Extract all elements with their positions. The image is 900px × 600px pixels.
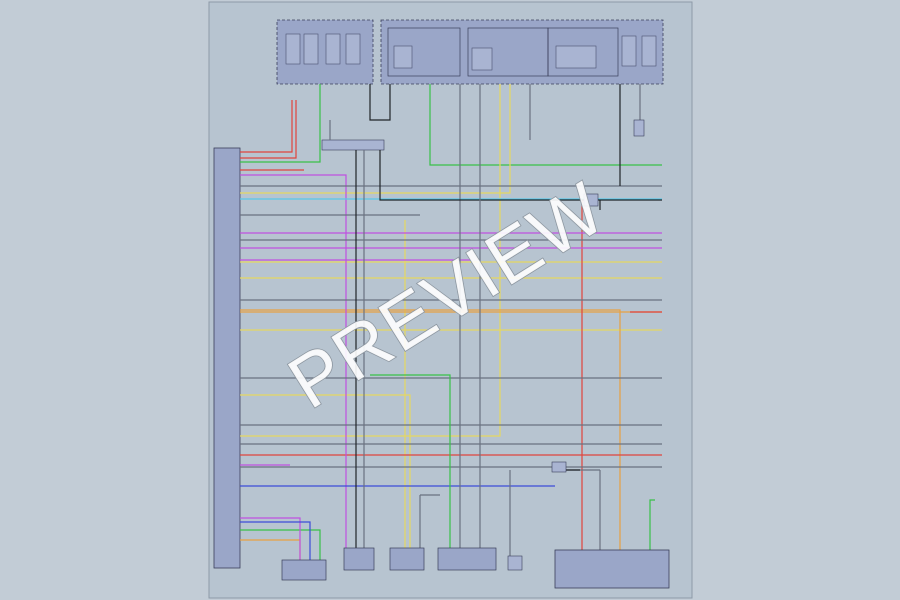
- inline-fuse-right: [633, 119, 645, 137]
- joint-connector: [321, 139, 385, 151]
- pump-assembly: [437, 547, 497, 571]
- inline-fuse: [583, 193, 599, 207]
- sensor-center-left: [343, 547, 375, 571]
- fuse-box-left: [276, 19, 374, 85]
- inline-connector-low: [551, 461, 567, 473]
- relay-box-right: [380, 19, 664, 85]
- lower-components: [281, 119, 670, 589]
- ecm-connector: [213, 147, 241, 569]
- control-module: [554, 549, 670, 589]
- wire-harness: [240, 84, 662, 560]
- sensor-left: [281, 559, 327, 581]
- sensor-center: [389, 547, 425, 571]
- small-relay: [507, 555, 523, 571]
